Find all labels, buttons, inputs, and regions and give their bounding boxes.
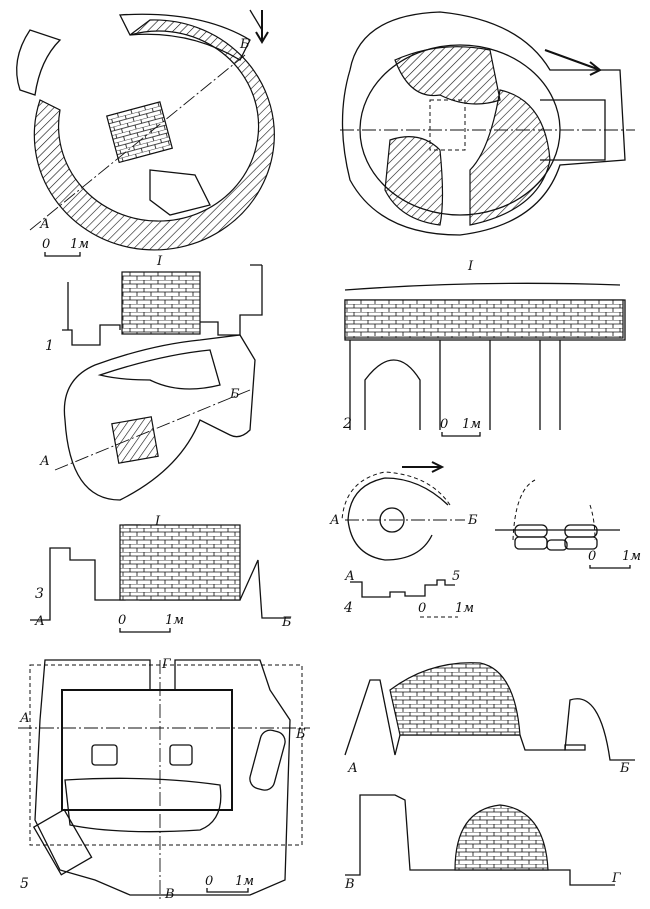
direction-arrow-icon (402, 461, 445, 473)
figure-1-plan: Б А 0 1м (16, 9, 275, 257)
scale-bar-section (589, 565, 631, 569)
section-label-a: А (39, 454, 50, 469)
figure-number: 5 (20, 876, 29, 892)
figure-number: 3 (35, 586, 44, 602)
section-mark: I (467, 259, 474, 274)
figure-number: 2 (342, 416, 352, 432)
profile-label-a: А (34, 614, 45, 629)
figure-2-section: I 2 0 1м (342, 259, 626, 437)
section-masonry (119, 524, 241, 601)
scale-unit: 1м (70, 237, 89, 252)
figure-3-section: I 3 А Б 0 1м (30, 514, 292, 633)
section-mark: I (156, 254, 163, 269)
scale-bar (119, 628, 171, 633)
figure-5: А Б Г В 5 0 1м А Б В Г (18, 657, 635, 902)
figure-number: 4 (343, 600, 353, 616)
scale-zero-section: 0 (588, 549, 596, 564)
figure-5-section-vg: В Г (344, 794, 621, 892)
figure-number: 1 (45, 338, 54, 354)
section-label-a: А (329, 513, 340, 528)
figure-3: Б А I 3 А Б 0 1м (30, 334, 292, 633)
scale-zero: 0 (205, 874, 213, 889)
scale-unit: 1м (455, 601, 474, 616)
section-mark: I (154, 514, 161, 529)
section-label-b: Б (229, 387, 240, 402)
scale-zero: 0 (42, 237, 50, 252)
section-label-a: А (19, 711, 30, 726)
section-label-b: Б (467, 513, 478, 528)
central-masonry (106, 101, 174, 164)
figure-5-section-ab: А Б (344, 662, 635, 776)
profile-label-a: А (347, 761, 358, 776)
scale-bar (44, 252, 81, 257)
section-masonry (121, 271, 201, 335)
profile-label-b: Б (281, 615, 292, 630)
section-masonry (344, 299, 624, 339)
figure-1-section: I 1 (45, 254, 263, 354)
scale-unit-section: 1м (622, 549, 641, 564)
figure-3-plan: Б А (39, 334, 256, 501)
direction-arrow-icon (544, 49, 602, 76)
section-label-b: Б (295, 727, 306, 742)
scale-zero: 0 (418, 601, 426, 616)
profile-label-b: 5 (452, 569, 460, 584)
north-arrow-icon (255, 10, 269, 44)
scale-zero: 0 (440, 417, 448, 432)
scale-unit: 1м (462, 417, 481, 432)
figure-4-plan: А Б (329, 471, 478, 561)
section-label-b: Б (239, 37, 250, 52)
scale-bar (206, 888, 249, 893)
figure-1: Б А 0 1м I 1 (16, 9, 275, 354)
scale-zero: 0 (118, 613, 126, 628)
figure-2-plan (340, 11, 635, 236)
scale-unit: 1м (165, 613, 184, 628)
figure-4-section: 0 1м (495, 479, 641, 569)
profile-label-b: Б (619, 761, 630, 776)
profile-label-a: А (344, 569, 355, 584)
section-label-c: В (164, 887, 175, 902)
figure-5-plan: А Б Г В 5 0 1м (18, 657, 310, 902)
figure-4: А Б 0 1м А 5 4 0 1м (329, 461, 641, 618)
profile-label-c: В (344, 877, 355, 892)
section-label-a: А (39, 217, 50, 232)
scale-unit: 1м (235, 874, 254, 889)
figure-4-profile: А 5 4 0 1м (343, 569, 474, 618)
profile-label-d: Г (611, 871, 621, 886)
scale-bar (441, 432, 481, 437)
section-label-d: Г (161, 657, 171, 672)
figure-2: I 2 0 1м (340, 11, 635, 437)
